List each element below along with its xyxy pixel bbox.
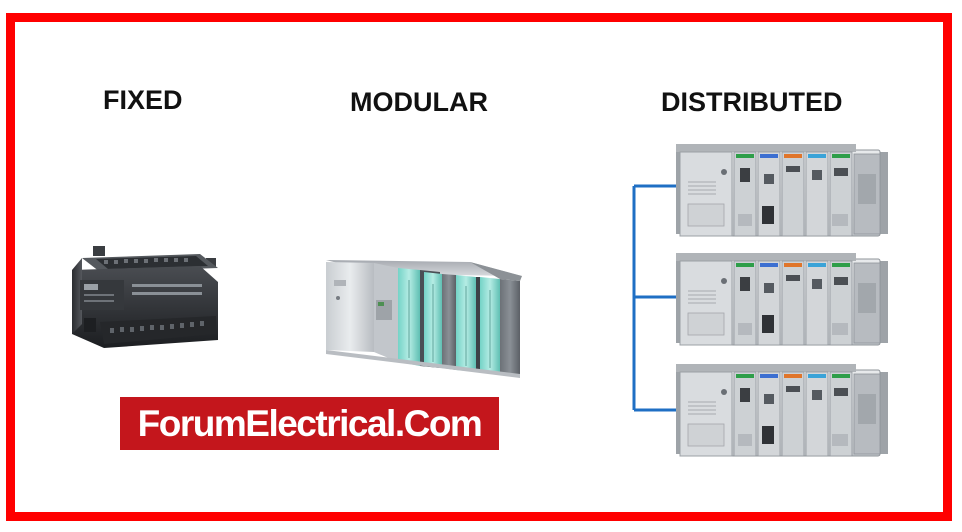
distributed-plc-rack-3	[675, 363, 889, 457]
fixed-plc-illustration	[72, 246, 218, 348]
watermark-banner: ForumElectrical.Com	[120, 397, 499, 450]
modular-plc-illustration	[326, 260, 522, 378]
distributed-plc-rack-1	[675, 143, 889, 237]
heading-fixed: FIXED	[103, 85, 183, 115]
distributed-plc-rack-2	[675, 252, 889, 346]
heading-distributed: DISTRIBUTED	[661, 87, 843, 117]
heading-modular: MODULAR	[350, 87, 488, 117]
distributed-connector-lines	[632, 184, 678, 412]
red-border-frame	[6, 13, 952, 521]
